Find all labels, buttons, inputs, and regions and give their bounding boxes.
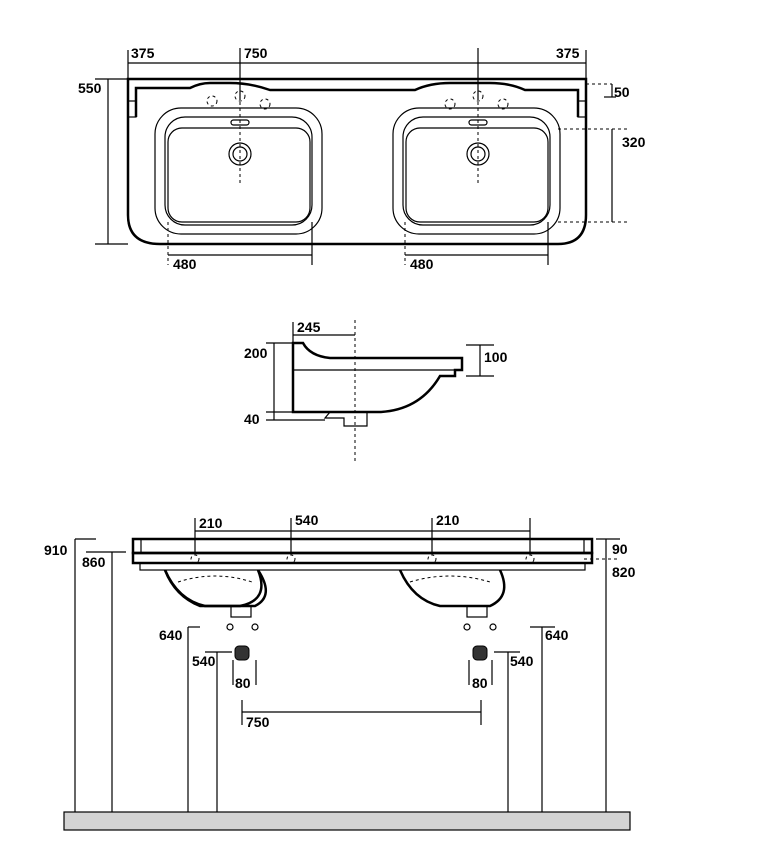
waste-outlet-left: [234, 645, 250, 661]
dim-rim-height: 860: [82, 554, 106, 570]
dim-depth: 550: [78, 80, 102, 96]
basin-back-edge: [134, 81, 580, 117]
dim-top-height: 910: [44, 542, 68, 558]
front-view: 210 540 210 910 860 640 540 80 640 540 8…: [44, 512, 636, 831]
front-left-bowl: [163, 569, 267, 631]
waste-outlet-right: [472, 645, 488, 661]
dim-tap-spacing-right: 210: [436, 512, 460, 528]
dim-tap-offset: 245: [297, 319, 321, 335]
dim-drain-height: 40: [244, 411, 260, 427]
dim-width-left: 375: [131, 45, 155, 61]
dim-waste-width-right: 80: [472, 675, 488, 691]
side-profile: [291, 341, 464, 414]
dim-slab-thickness: 90: [612, 541, 628, 557]
front-right-bowl: [398, 569, 506, 631]
top-view: 375 750 375 550: [78, 45, 646, 272]
dim-tap-center-spacing: 540: [295, 512, 319, 528]
dim-supply-right: 640: [545, 627, 569, 643]
floor: [63, 811, 631, 831]
basin-outline: [126, 77, 588, 246]
side-view: 245 200 40 100: [244, 319, 508, 462]
dim-waste-width-left: 80: [235, 675, 251, 691]
dim-side-height: 200: [244, 345, 268, 361]
dim-rim-height: 100: [484, 349, 508, 365]
right-tab: [577, 100, 587, 118]
dim-width-center: 750: [244, 45, 268, 61]
dim-underside-height: 820: [612, 564, 636, 580]
dim-supply-left: 640: [159, 627, 183, 643]
dim-back-offset: 50: [614, 84, 630, 100]
right-bowl: [392, 90, 561, 235]
front-slab: [131, 537, 594, 555]
dim-bowl-width-left: 480: [173, 256, 197, 272]
dim-waste-right: 540: [510, 653, 534, 669]
left-tab: [127, 100, 137, 118]
dim-tap-spacing-left: 210: [199, 515, 223, 531]
dim-waste-left: 540: [192, 653, 216, 669]
dim-width-right: 375: [556, 45, 580, 61]
dim-bowl-depth: 320: [622, 134, 646, 150]
left-bowl: [154, 90, 323, 235]
dim-bowl-width-right: 480: [410, 256, 434, 272]
dim-waste-spacing: 750: [246, 714, 270, 730]
